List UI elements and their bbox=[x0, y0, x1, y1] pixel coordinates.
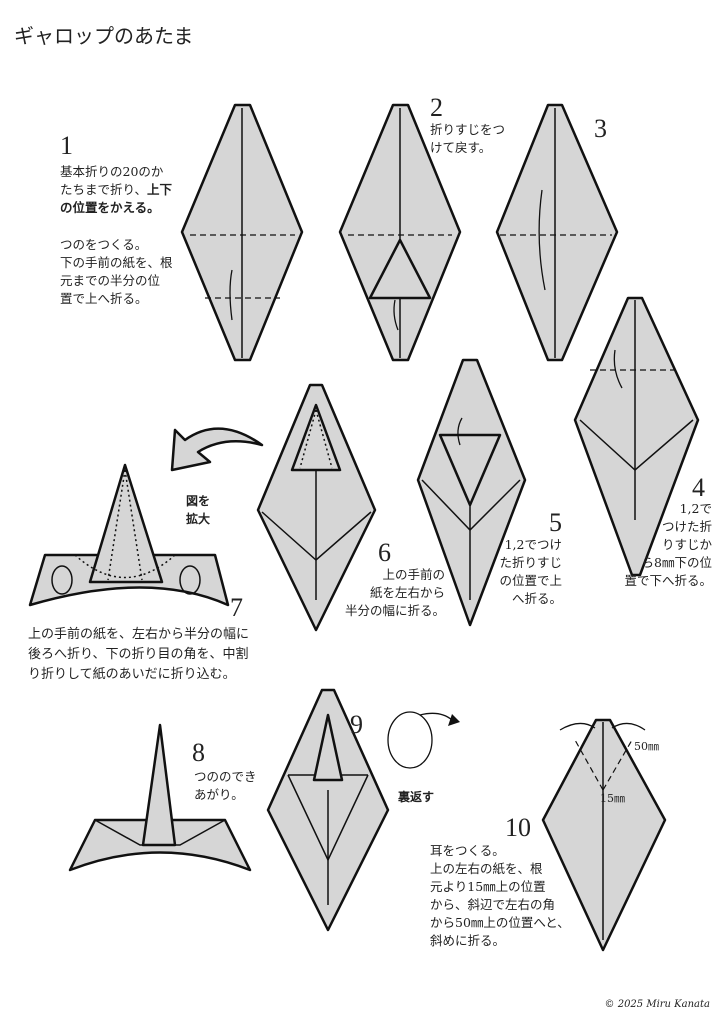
enlarge-arrow bbox=[170, 427, 264, 472]
flip-arrow-icon bbox=[387, 711, 460, 769]
diagram-step-1 bbox=[180, 103, 304, 362]
step-8-number: 8 bbox=[192, 738, 205, 767]
step-5-number: 5 bbox=[549, 508, 562, 537]
diagram-step-4 bbox=[573, 296, 700, 577]
copyright: © 2025 Miru Kanata bbox=[604, 999, 710, 1010]
step-6-number: 6 bbox=[378, 538, 391, 567]
step-7-number: 7 bbox=[230, 593, 243, 622]
diagram-step-10 bbox=[541, 718, 667, 952]
diagram-step-5 bbox=[416, 358, 527, 627]
diagram-step-3 bbox=[495, 103, 619, 362]
diagram-step-9 bbox=[266, 688, 390, 932]
measure-15mm: 15㎜ bbox=[600, 792, 625, 805]
diagram-step-8 bbox=[68, 723, 252, 872]
step-1-text-b: つのをつくる。 下の手前の紙を、根 元までの半分の位 置で上へ折る。 bbox=[60, 237, 173, 306]
diagram-step-2 bbox=[338, 103, 462, 362]
measure-50mm: 50㎜ bbox=[634, 740, 659, 753]
diagram-step-7 bbox=[28, 463, 230, 607]
step-1-text-bold: 上下 の位置をかえる。 bbox=[60, 182, 173, 215]
step-10-text: 耳をつくる。 上の左右の紙を、根 元より15㎜上の位置 から、斜辺で左右の角 か… bbox=[430, 843, 570, 948]
step-1-text-a: 基本折りの20のか たちまで折り、 bbox=[60, 164, 164, 197]
flip-label: 裏返す bbox=[398, 790, 435, 804]
page-title: ギャロップのあたま bbox=[14, 24, 194, 48]
step-2-text: 折りすじをつ けて戻す。 bbox=[430, 122, 506, 155]
step-5-text: 1,2でつけ た折りすじ の位置で上 へ折る。 bbox=[499, 537, 562, 606]
step-9-number: 9 bbox=[350, 710, 363, 739]
step-1-number: 1 bbox=[60, 131, 73, 160]
step-6-text: 上の手前の 紙を左右から 半分の幅に折る。 bbox=[344, 567, 445, 618]
step-2-number: 2 bbox=[430, 93, 443, 122]
diagram-step-6 bbox=[256, 383, 377, 632]
step-1-text: 基本折りの20のか たちまで折り、上下 の位置をかえる。 bbox=[60, 163, 185, 217]
step-3-number: 3 bbox=[594, 114, 607, 143]
enlarge-label: 図を 拡大 bbox=[186, 494, 211, 526]
step-10-number: 10 bbox=[505, 813, 531, 842]
step-7-text: 上の手前の紙を、左右から半分の幅に 後ろへ折り、下の折り目の角を、中割 り折りし… bbox=[28, 627, 250, 682]
step-4-text: 1,2で つけた折 りすじか ら8㎜下の位 置で下へ折る。 bbox=[624, 501, 712, 588]
step-4-number: 4 bbox=[692, 473, 705, 502]
step-8-text: つののでき あがり。 bbox=[194, 769, 257, 802]
